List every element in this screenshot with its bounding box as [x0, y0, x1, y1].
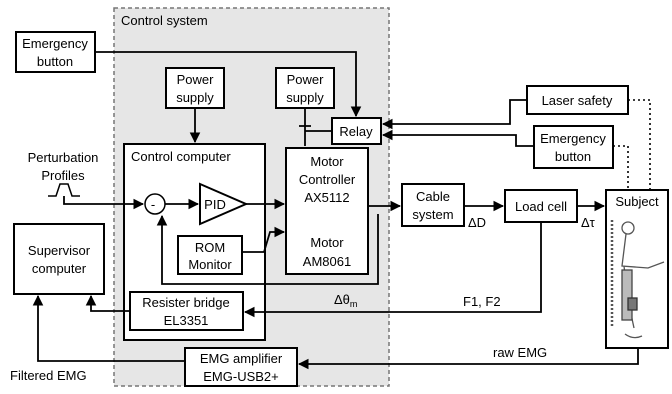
relay-box	[331, 117, 382, 145]
cable-system-box	[401, 183, 465, 227]
load-cell-box	[504, 189, 578, 223]
emergency-button-right-box	[533, 125, 614, 169]
perturbation-profiles-line2: Profiles	[41, 168, 85, 183]
power-supply-right-line1: Power	[287, 72, 325, 87]
control-system-label: Control system	[121, 13, 208, 28]
rom-monitor-box	[177, 235, 243, 275]
resister-bridge-line1: Resister bridge	[142, 295, 229, 310]
power-supply-right-line2: supply	[286, 90, 324, 105]
delta-theta-label: Δθm	[334, 292, 357, 309]
arrow-force-to-bridge	[243, 222, 542, 318]
motor-line1: Motor	[310, 235, 344, 250]
emergency-button-right-line1: Emergency	[540, 131, 606, 146]
perturbation-profiles-line1: Perturbation	[28, 150, 99, 165]
arrow-filtered-emg	[32, 294, 185, 362]
motor-controller-box	[285, 147, 369, 275]
emg-amplifier-line2: EMG-USB2+	[203, 369, 279, 384]
supervisor-computer-line1: Supervisor	[28, 243, 91, 258]
dotted-emergency-to-subject	[613, 145, 629, 190]
delta-tau-label: Δτ	[581, 215, 596, 230]
emergency-button-left-line1: Emergency	[22, 36, 88, 51]
subject-leg-illustration	[610, 220, 665, 339]
control-computer-label: Control computer	[131, 149, 231, 164]
power-supply-left-line2: supply	[176, 90, 214, 105]
dotted-laser-to-subject	[628, 99, 651, 190]
rom-monitor-line1: ROM	[195, 240, 225, 255]
laser-safety-label: Laser safety	[542, 93, 613, 108]
power-supply-left-box	[165, 67, 225, 109]
arrow-motor-feedback	[156, 214, 379, 285]
cable-system-line1: Cable	[416, 189, 450, 204]
arrow-emergency-right-to-relay	[381, 129, 534, 147]
delta-d-label: ΔD	[468, 215, 486, 230]
emergency-button-left-line2: button	[37, 54, 73, 69]
perturbation-profile-icon	[48, 183, 80, 197]
arrow-laser-to-relay	[381, 99, 527, 130]
power-supply-left-line1: Power	[177, 72, 215, 87]
relay-label: Relay	[339, 124, 373, 139]
arrow-emergency-to-relay	[95, 51, 362, 118]
cable-system-line2: system	[412, 207, 453, 222]
supervisor-computer-line2: computer	[32, 261, 87, 276]
subject-box	[605, 189, 669, 349]
motor-controller-line2: Controller	[299, 172, 356, 187]
minus-sign: -	[151, 197, 155, 212]
arrow-rom-to-motor	[242, 226, 286, 253]
subject-label: Subject	[615, 194, 659, 209]
motor-controller-line3: AX5112	[304, 190, 349, 205]
resister-bridge-line2: EL3351	[164, 313, 209, 328]
emg-amplifier-box	[184, 347, 298, 387]
motor-controller-line1: Motor	[310, 154, 344, 169]
relay-switch	[299, 125, 332, 132]
load-cell-label: Load cell	[515, 199, 567, 214]
pid-label: PID	[204, 197, 226, 212]
emergency-button-right-line2: button	[555, 149, 591, 164]
supervisor-computer-box	[13, 223, 105, 295]
emergency-button-left-box	[15, 31, 96, 73]
rom-monitor-line2: Monitor	[188, 257, 232, 272]
resister-bridge-box	[129, 291, 244, 331]
motor-line2: AM8061	[303, 254, 351, 269]
arrow-raw-emg	[297, 348, 639, 370]
raw-emg-label: raw EMG	[493, 345, 547, 360]
arrow-bridge-to-supervisor	[85, 294, 130, 312]
f1-f2-label: F1, F2	[463, 294, 501, 309]
pid-block	[199, 182, 249, 226]
emg-amplifier-line1: EMG amplifier	[200, 351, 283, 366]
arrow-profiles-to-summing	[63, 196, 145, 210]
filtered-emg-label: Filtered EMG	[10, 368, 87, 383]
